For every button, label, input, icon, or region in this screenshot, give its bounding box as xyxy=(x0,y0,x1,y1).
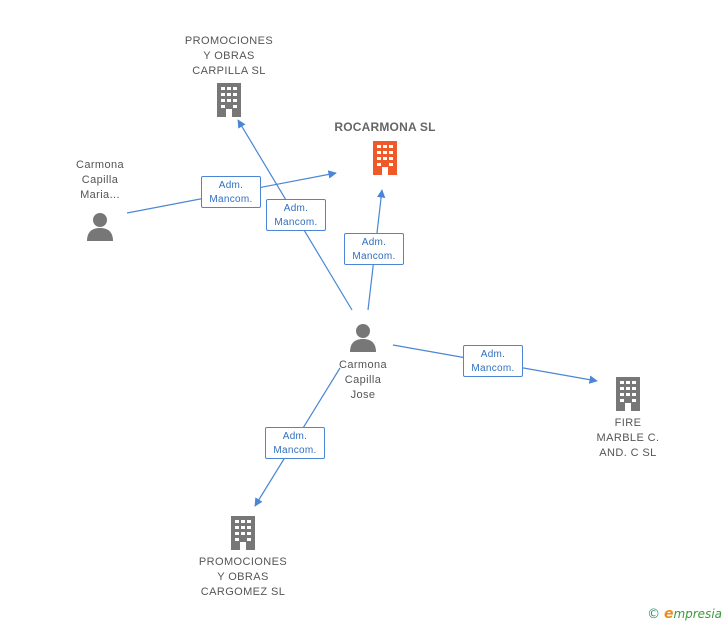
brand-logo: empresia xyxy=(663,606,722,622)
brand-footer[interactable]: © empresia xyxy=(647,606,722,622)
brand-initial: e xyxy=(663,606,674,622)
company-label: ROCARMONA SL xyxy=(334,120,436,134)
person-icon xyxy=(350,324,376,352)
node-rocarmona[interactable]: ROCARMONA SL xyxy=(326,120,444,175)
edge-label-maria-rocarmona[interactable]: Adm. Mancom. xyxy=(201,176,261,208)
brand-name: mpresia xyxy=(673,607,722,621)
node-carmona-maria[interactable]: Carmona Capilla Maria... xyxy=(50,158,150,241)
node-promociones-carpilla[interactable]: PROMOCIONES Y OBRAS CARPILLA SL xyxy=(170,34,288,117)
person-label: Carmona Capilla Jose xyxy=(338,359,388,401)
edge-label-jose-fire[interactable]: Adm. Mancom. xyxy=(463,345,523,377)
edge-label-jose-carpilla[interactable]: Adm. Mancom. xyxy=(266,199,326,231)
copyright-symbol: © xyxy=(647,607,661,622)
person-label: Carmona Capilla Maria... xyxy=(75,159,125,201)
company-label: PROMOCIONES Y OBRAS CARGOMEZ SL xyxy=(198,556,288,598)
node-fire-marble[interactable]: FIRE MARBLE C. AND. C SL xyxy=(578,377,678,461)
building-icon xyxy=(616,377,640,411)
person-icon xyxy=(87,213,113,241)
node-promociones-cargomez[interactable]: PROMOCIONES Y OBRAS CARGOMEZ SL xyxy=(184,516,302,600)
edge-label-jose-cargomez[interactable]: Adm. Mancom. xyxy=(265,427,325,459)
building-icon xyxy=(373,141,397,175)
company-label: FIRE MARBLE C. AND. C SL xyxy=(596,417,660,459)
building-icon xyxy=(231,516,255,550)
edge-label-jose-rocarmona[interactable]: Adm. Mancom. xyxy=(344,233,404,265)
node-carmona-jose[interactable]: Carmona Capilla Jose xyxy=(313,322,413,403)
company-label: PROMOCIONES Y OBRAS CARPILLA SL xyxy=(184,35,274,77)
building-icon xyxy=(217,83,241,117)
